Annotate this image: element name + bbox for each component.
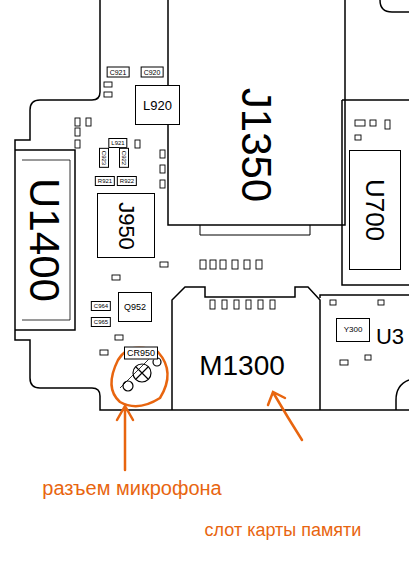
pad [220, 260, 226, 269]
pad [86, 118, 91, 126]
usb-connector-inner [22, 160, 70, 320]
card-slot-arrow [268, 392, 302, 440]
pad [385, 120, 390, 129]
smd-pads [75, 82, 390, 365]
part-label: C921 [107, 67, 130, 78]
board-edge [15, 0, 409, 410]
part-label: M1300 [199, 352, 285, 380]
mic-pad [133, 364, 151, 382]
pad [104, 82, 112, 87]
pad [222, 300, 227, 309]
pad [246, 300, 251, 309]
part-label: C964 [91, 301, 111, 311]
pad [244, 260, 250, 269]
part-label: L921 [108, 138, 127, 148]
annotation-text: разъем микрофона [42, 478, 221, 498]
pad [160, 180, 165, 188]
component-box: Y300 [336, 318, 370, 342]
part-label: R921 [95, 176, 115, 186]
pad [160, 165, 165, 173]
mic-arrow [117, 406, 133, 470]
pad [75, 140, 80, 148]
part-name: J950 [115, 202, 137, 250]
part-label: C920 [141, 67, 164, 78]
pad [115, 335, 123, 340]
pad [270, 300, 275, 309]
pad [355, 120, 365, 126]
pad [232, 260, 238, 269]
pad [355, 135, 361, 140]
part-label: C923 [99, 148, 109, 168]
annotation-text: слот карты памяти [205, 521, 362, 539]
part-name: Y300 [344, 326, 363, 334]
part-name: Q952 [124, 303, 146, 312]
part-label: C965 [91, 317, 111, 327]
pad [160, 262, 168, 267]
pad [378, 300, 384, 305]
part-label: U1400 [23, 178, 65, 302]
pad [340, 360, 348, 365]
part-name: U3 [376, 326, 404, 348]
part-label: J1350 [235, 88, 277, 202]
board-outline [15, 0, 409, 410]
part-label: CR950 [124, 347, 158, 360]
pad [330, 300, 336, 305]
pad [104, 92, 112, 97]
pad [256, 260, 262, 269]
pad [112, 275, 120, 280]
board-corner [380, 0, 409, 12]
part-label: R922 [117, 176, 137, 186]
part-name: U700 [362, 179, 388, 241]
pad [210, 260, 216, 269]
pad [160, 150, 165, 158]
pad [200, 260, 206, 269]
mic-highlight-ring [111, 348, 167, 407]
usb-connector [15, 150, 75, 330]
pad [234, 300, 239, 309]
sim-slot-outline [168, 0, 345, 225]
pad [135, 140, 140, 148]
mic-pad-small [123, 381, 133, 391]
mic-outline [120, 358, 150, 388]
board-corner-2 [396, 380, 409, 410]
part-label: C922 [119, 148, 129, 168]
pad [100, 350, 108, 355]
mic-pad-cross [136, 367, 148, 379]
component-box: U3 [372, 318, 408, 356]
u3-outline [320, 295, 409, 298]
component-box: U700 [349, 150, 401, 270]
mic-connector [120, 358, 161, 391]
pad [210, 300, 215, 309]
pad [75, 118, 80, 126]
memory-card-slot [172, 287, 320, 410]
component-box: Q952 [118, 292, 152, 322]
orange-annotations [111, 348, 302, 471]
u700-outline [342, 100, 409, 285]
sim-slot-tab [200, 225, 310, 235]
pad [75, 128, 80, 136]
part-name: L920 [143, 99, 172, 112]
component-box: J950 [97, 193, 155, 258]
pad [258, 300, 263, 309]
component-box: L920 [135, 85, 180, 125]
pad [365, 355, 371, 360]
pad [370, 120, 376, 126]
